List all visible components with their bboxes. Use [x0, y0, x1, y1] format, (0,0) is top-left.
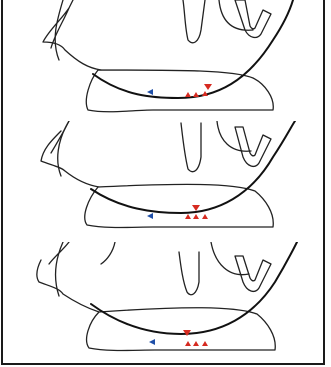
red-marker-down: [204, 84, 212, 90]
panel-3: [3, 242, 323, 363]
red-marker-1: [185, 214, 191, 219]
panel-2: [3, 121, 323, 242]
upper-profile-outline: [41, 121, 99, 187]
tool-shape: [235, 127, 271, 166]
upper-profile-outline: [37, 242, 99, 312]
inner-structure: [183, 0, 205, 43]
red-marker-3: [202, 214, 208, 219]
panel-3-drawing: [3, 242, 323, 363]
blue-marker: [147, 213, 153, 219]
red-marker-3: [202, 341, 208, 346]
arc-curve: [91, 121, 295, 213]
outer-curve-2: [101, 242, 115, 264]
figure-frame: [1, 0, 325, 365]
panel-1: [3, 0, 323, 121]
red-marker-down: [192, 205, 200, 211]
panel-2-drawing: [3, 121, 323, 242]
blue-marker: [149, 339, 155, 345]
red-marker-1: [185, 92, 191, 97]
arc-curve: [91, 242, 297, 334]
tool-shape: [235, 256, 271, 291]
inner-structure: [181, 123, 201, 172]
red-marker-2: [193, 92, 199, 97]
inner-structure: [179, 252, 199, 295]
red-marker-2: [193, 341, 199, 346]
lower-base-outline: [86, 70, 273, 112]
blue-marker: [147, 89, 153, 95]
face-contour: [55, 0, 63, 60]
tool-shape: [235, 0, 271, 37]
panel-1-drawing: [3, 0, 323, 121]
red-marker-2: [193, 214, 199, 219]
red-marker-1: [185, 341, 191, 346]
upper-profile-outline: [43, 0, 101, 70]
